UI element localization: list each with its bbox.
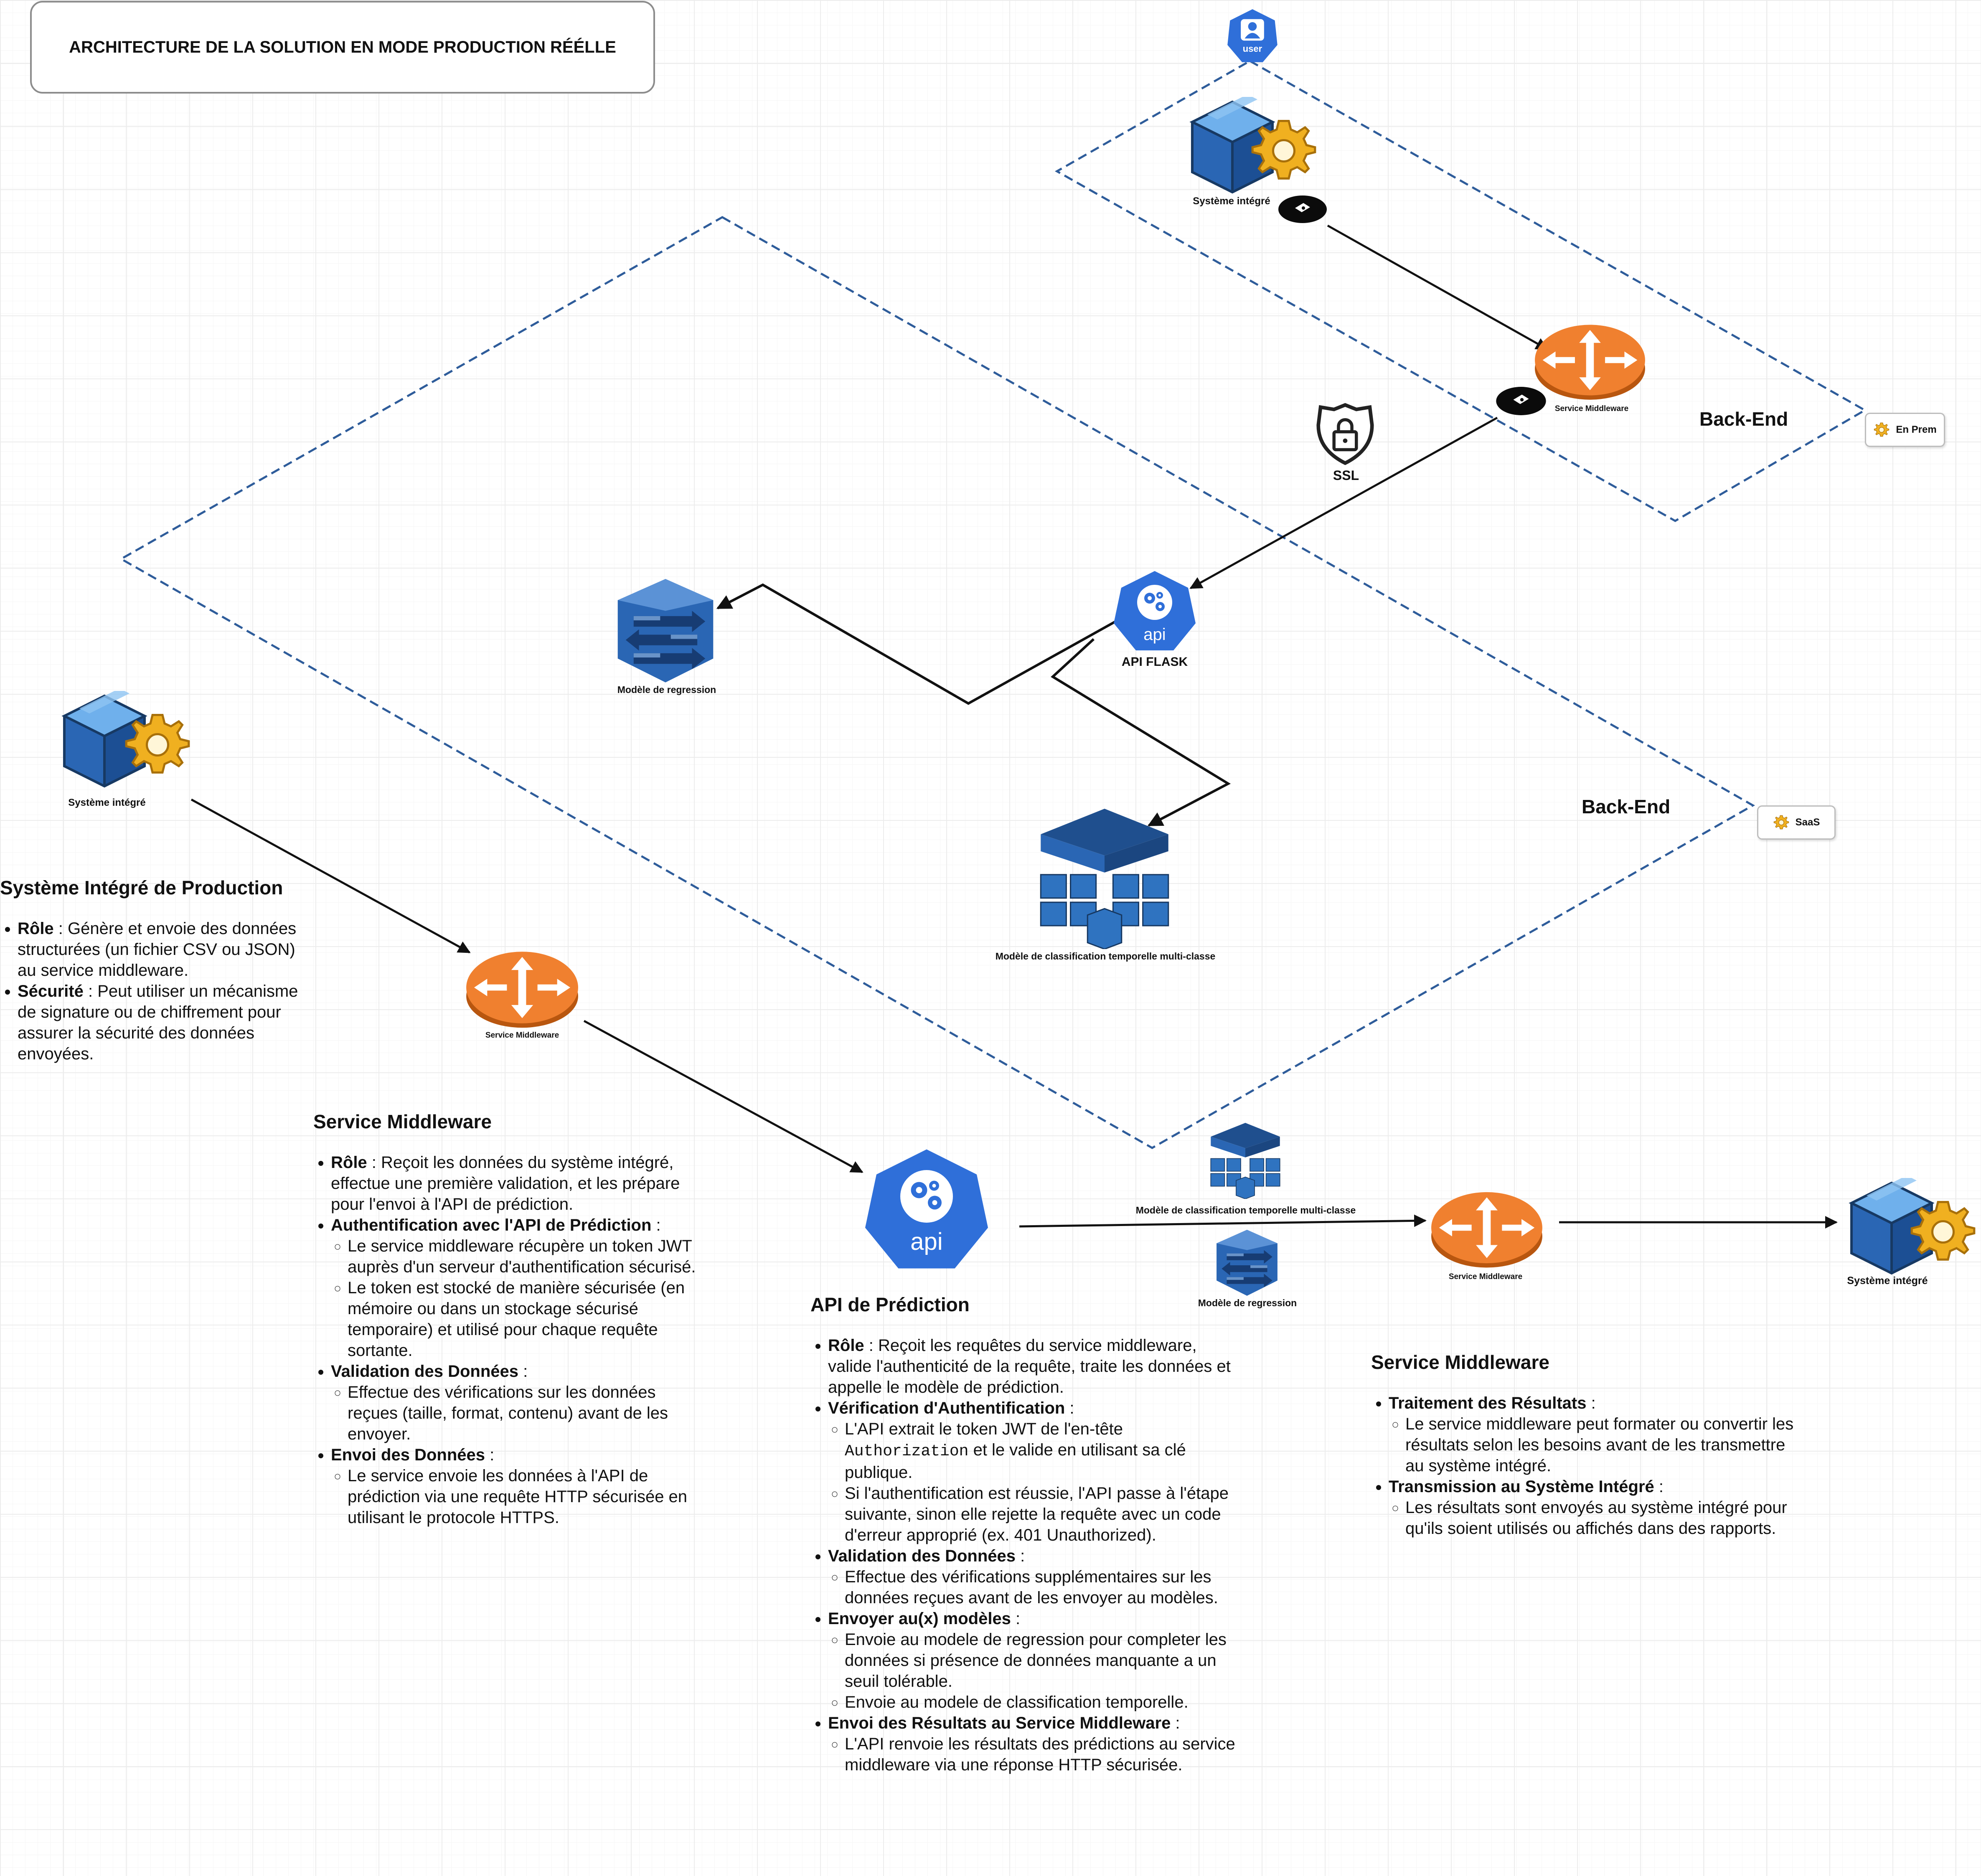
- small-regression-model-label: Modèle de regression: [1198, 1297, 1297, 1308]
- box-gear-icon[interactable]: [1192, 94, 1315, 192]
- api-flask-label: API FLASK: [1121, 655, 1188, 669]
- system-description-title: Système Intégré de Production: [0, 877, 283, 899]
- connector-api-prediction-to-right-middleware: [1019, 1214, 1427, 1228]
- api-auth-sub-item: L'API extrait le token JWT de l'en-tête …: [845, 1419, 1237, 1483]
- system-description: Système Intégré de Production Rôle : Gén…: [0, 877, 309, 1064]
- middleware-validation-sub-item: Effectue des vérifications sur les donné…: [348, 1382, 702, 1444]
- layered-cubes-icon[interactable]: [1040, 809, 1169, 949]
- result-processing-sub-item: Le service middleware peut formater ou c…: [1405, 1414, 1797, 1476]
- connector-api-flask-to-regression: [716, 583, 1116, 705]
- api-validation-item: Validation des Données : Effectue des vé…: [828, 1546, 1237, 1608]
- api-validation-sub-item: Effectue des vérifications supplémentair…: [845, 1566, 1237, 1608]
- middleware-description-title: Service Middleware: [313, 1111, 492, 1132]
- middleware-auth-sub-item: Le service middleware récupère un token …: [348, 1236, 702, 1277]
- middleware-validation-item: Validation des Données : Effectue des vé…: [331, 1361, 702, 1444]
- gear-icon: [1874, 422, 1890, 437]
- enprem-backend-label: Back-End: [1699, 408, 1788, 430]
- ssl-label: SSL: [1333, 468, 1359, 483]
- connector-api-flask-to-classification: [1051, 638, 1231, 827]
- result-middleware-description: Service Middleware Traitement des Résult…: [1371, 1352, 1797, 1539]
- diagram-title: ARCHITECTURE DE LA SOLUTION EN MODE PROD…: [69, 38, 616, 56]
- middleware-auth-item: Authentification avec l'API de Prédictio…: [331, 1215, 702, 1361]
- middleware-auth-sub-item: Le token est stocké de manière sécurisée…: [348, 1277, 702, 1361]
- shield-lock-icon: [1318, 405, 1372, 463]
- result-transmission-sub-item: Les résultats sont envoyés au système in…: [1405, 1497, 1797, 1539]
- saas-zone-border: [119, 216, 1755, 1149]
- api-description-title: API de Prédiction: [810, 1294, 970, 1315]
- enprem-system-label: Système intégré: [1193, 195, 1270, 207]
- router-arrows-icon[interactable]: [1431, 1192, 1542, 1268]
- api-send-sub-item: Envoie au modele de classification tempo…: [845, 1692, 1237, 1713]
- api-send-sub-item: Envoie au modele de regression pour comp…: [845, 1629, 1237, 1692]
- enprem-zone-border: [1054, 60, 1867, 522]
- router-arrows-icon[interactable]: [466, 952, 578, 1028]
- user-icon-label: user: [1243, 43, 1262, 54]
- middleware-send-item: Envoi des Données : Le service envoie le…: [331, 1444, 702, 1528]
- connector-middleware-to-api-prediction: [583, 1020, 864, 1173]
- result-middleware-description-title: Service Middleware: [1371, 1351, 1549, 1373]
- key-tag-icon: [1496, 387, 1546, 415]
- result-processing-item: Traitement des Résultats : Le service mi…: [1389, 1393, 1797, 1476]
- api-auth-item: Vérification d'Authentification : L'API …: [828, 1398, 1237, 1546]
- gear-icon: [1773, 815, 1789, 830]
- classification-model-label: Modèle de classification temporelle mult…: [995, 951, 1216, 962]
- key-tag-icon: [1278, 195, 1327, 223]
- regression-model-label: Modèle de regression: [617, 684, 716, 695]
- saas-backend-label: Back-End: [1582, 796, 1671, 817]
- connector-enprem-system-to-middleware: [1327, 224, 1549, 350]
- small-classification-model-label: Modèle de classification temporelle mult…: [1135, 1205, 1356, 1216]
- saas-tag[interactable]: SaaS: [1757, 805, 1836, 840]
- middleware-send-sub-item: Le service envoie les données à l'API de…: [348, 1465, 702, 1528]
- left-system-label: Système intégré: [68, 797, 146, 808]
- layered-cubes-icon[interactable]: [1210, 1123, 1280, 1199]
- diagram-title-box: ARCHITECTURE DE LA SOLUTION EN MODE PROD…: [30, 1, 655, 94]
- enprem-tag-label: En Prem: [1896, 424, 1937, 435]
- saas-tag-label: SaaS: [1795, 817, 1820, 828]
- enprem-tag[interactable]: En Prem: [1865, 413, 1945, 447]
- system-security-item: Sécurité : Peut utiliser un mécanisme de…: [18, 981, 309, 1064]
- right-system-label: Système intégré: [1847, 1275, 1928, 1287]
- enprem-middleware-label: Service Middleware: [1554, 404, 1629, 413]
- box-gear-icon[interactable]: [1851, 1175, 1974, 1273]
- router-arrows-icon[interactable]: [1535, 325, 1645, 400]
- api-return-item: Envoi des Résultats au Service Middlewar…: [828, 1713, 1237, 1775]
- api-role-item: Rôle : Reçoit les requêtes du service mi…: [828, 1335, 1237, 1398]
- api-flask-icon-label: api: [1143, 625, 1166, 644]
- box-gear-icon[interactable]: [64, 688, 189, 786]
- user-icon[interactable]: [1227, 9, 1277, 62]
- api-auth-sub-item: Si l'authentification est réussie, l'API…: [845, 1483, 1237, 1546]
- connector-left-system-to-middleware: [190, 798, 471, 954]
- connector-middleware-to-api-flask: [1189, 416, 1498, 589]
- api-description: API de Prédiction Rôle : Reçoit les requ…: [810, 1294, 1237, 1775]
- system-role-item: Rôle : Génère et envoie des données stru…: [18, 918, 309, 981]
- right-middleware-label: Service Middleware: [1448, 1272, 1523, 1281]
- stream-arrows-icon[interactable]: [617, 579, 714, 683]
- left-middleware-label: Service Middleware: [485, 1031, 559, 1040]
- result-transmission-item: Transmission au Système Intégré : Les ré…: [1389, 1476, 1797, 1539]
- api-return-sub-item: L'API renvoie les résultats des prédicti…: [845, 1734, 1237, 1775]
- api-send-models-item: Envoyer au(x) modèles : Envoie au modele…: [828, 1608, 1237, 1713]
- middleware-description: Service Middleware Rôle : Reçoit les don…: [313, 1111, 702, 1528]
- stream-arrows-icon[interactable]: [1217, 1230, 1277, 1296]
- api-prediction-icon-label: api: [910, 1228, 942, 1255]
- middleware-role-item: Rôle : Reçoit les données du système int…: [331, 1152, 702, 1215]
